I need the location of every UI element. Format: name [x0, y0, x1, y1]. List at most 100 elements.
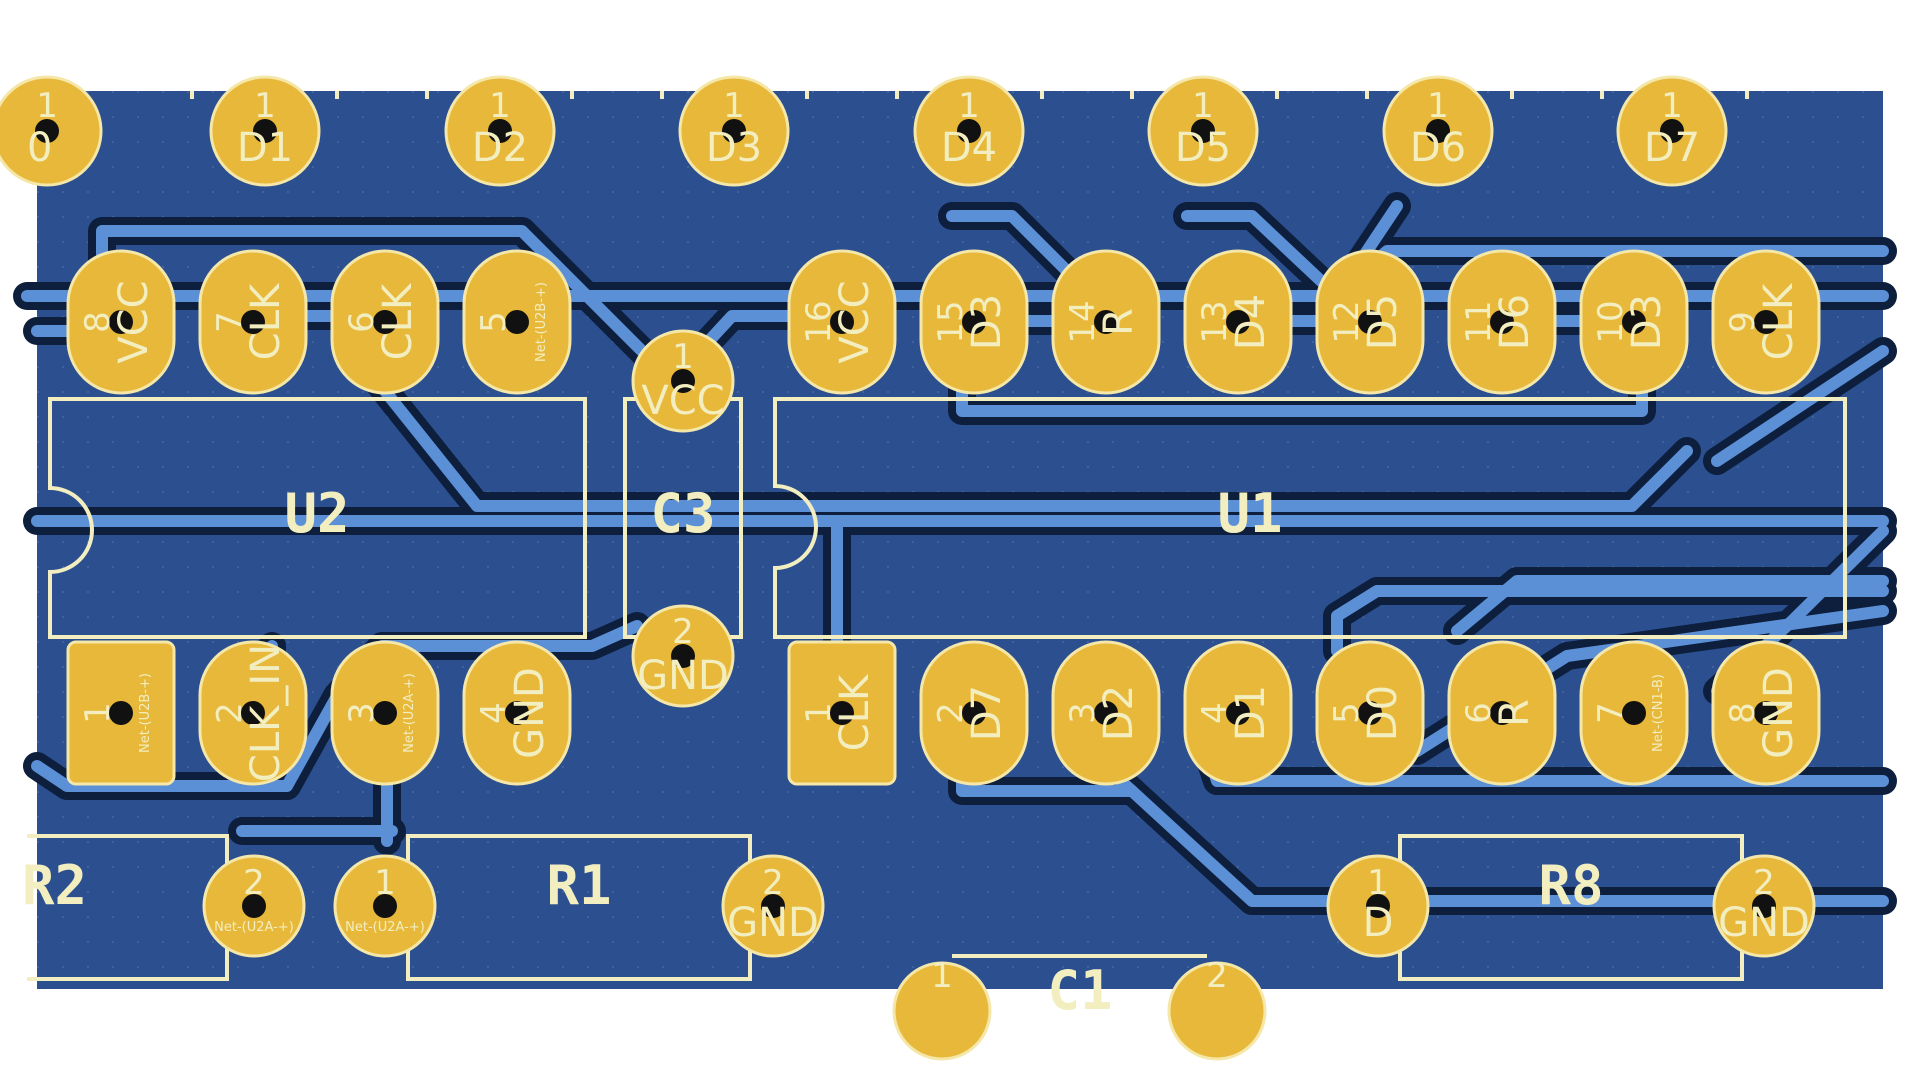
led-pin-number: 1 [36, 86, 58, 126]
pin-net-label: Net-(U2A-+) [214, 920, 294, 935]
pin-number: 2 [762, 863, 784, 903]
u1-bottom-row: 1 CLK 2 D7 3 D2 4 D1 5 D0 [787, 640, 1821, 786]
pin-number: 7 [210, 311, 250, 333]
r8-pad[interactable]: 2 GND [1712, 854, 1816, 958]
ref-r8: R8 [1538, 854, 1603, 917]
r8-pads: 1 D 2 GND [1326, 854, 1816, 958]
pin-number: 6 [342, 311, 382, 333]
u2-pad[interactable]: 2 CLK_IN [198, 640, 308, 786]
led-outline-1 [190, 91, 339, 99]
pcb-canvas[interactable]: U2 C3 U1 R1 R2 R8 C1 1 0 1 D1 1 D2 1 D3 [0, 75, 1897, 1061]
u1-pad-square[interactable]: 1 CLK [787, 640, 897, 786]
pin-net-label: Net-(U2B-+) [534, 282, 549, 362]
pin-number: 2 [672, 612, 694, 652]
led-pad[interactable]: 1 D2 [444, 75, 556, 187]
led-pin-number: 1 [723, 86, 745, 126]
pin-number: 1 [931, 956, 953, 996]
u2-outline [48, 397, 587, 639]
u1-pad[interactable]: 10 D3 [1579, 249, 1689, 395]
pin-number: 2 [243, 863, 265, 903]
u1-pad[interactable]: 11 D6 [1447, 249, 1557, 395]
u2-top-row: 8 VCC 7 CLK 6 CLK 5 Net-(U2B-+) [66, 249, 572, 395]
pin-number: 1 [78, 702, 118, 724]
pin-net-label: D4 [1228, 294, 1274, 350]
led-row: 1 0 1 D1 1 D2 1 D3 1 D4 [0, 75, 1728, 187]
led-pad[interactable]: 1 D1 [209, 75, 321, 187]
c3-pad[interactable]: 1 VCC [631, 329, 735, 433]
pin-net-label: D2 [1096, 685, 1142, 741]
bottom-part-pad[interactable]: 2 [1167, 956, 1267, 1061]
u1-pad[interactable]: 4 D1 [1183, 640, 1293, 786]
led-pad[interactable]: 1 D6 [1382, 75, 1494, 187]
pin-net-label: CLK [375, 282, 421, 360]
u2-pad-square[interactable]: 1 Net-(U2B-+) [66, 640, 176, 786]
led-pad[interactable]: 1 D7 [1616, 75, 1728, 187]
pin-number: 1 [672, 337, 694, 377]
pin-number: 14 [1063, 300, 1103, 343]
pin-number: 1 [1367, 863, 1389, 903]
pin-number: 11 [1459, 300, 1499, 343]
u1-pad[interactable]: 8 GND [1711, 640, 1821, 786]
led-label: D7 [1644, 125, 1700, 171]
pin-number: 12 [1327, 300, 1367, 343]
pin-net-label: CLK [832, 673, 878, 751]
u2-pad[interactable]: 8 VCC [66, 249, 176, 395]
pin-number: 1 [799, 702, 839, 724]
led-pad[interactable]: 1 D5 [1147, 75, 1259, 187]
led-pad[interactable]: 1 0 [0, 75, 103, 187]
pin-net-label: CLK_IN [243, 644, 289, 782]
led-outline-6 [1365, 91, 1514, 99]
pin-net-label: D0 [1360, 685, 1406, 741]
pin-net-label: D7 [964, 685, 1010, 741]
u1-pad[interactable]: 2 D7 [919, 640, 1029, 786]
u1-outline [773, 397, 1847, 639]
led-label: D5 [1175, 125, 1231, 171]
bottom-part-pad[interactable]: 1 [892, 956, 992, 1061]
pin-net-label: D3 [964, 294, 1010, 350]
r1-pad[interactable]: 2 GND [721, 854, 825, 958]
pin-net-label: R [1492, 699, 1538, 727]
u2-pad[interactable]: 5 Net-(U2B-+) [462, 249, 572, 395]
u2-pad[interactable]: 3 Net-(U2A-+) [330, 640, 440, 786]
u2-pad[interactable]: 6 CLK [330, 249, 440, 395]
pin-number: 4 [1195, 702, 1235, 724]
pin-number: 2 [210, 702, 250, 724]
u1-pad[interactable]: 13 D4 [1183, 249, 1293, 395]
pin-net-label: D [1363, 900, 1394, 946]
u1-pad[interactable]: 9 CLK [1711, 249, 1821, 395]
led-outline-2 [425, 91, 574, 99]
pin-number: 4 [474, 702, 514, 724]
r8-pad[interactable]: 1 D [1326, 854, 1430, 958]
pin-number: 9 [1723, 311, 1763, 333]
u1-pad[interactable]: 3 D2 [1051, 640, 1161, 786]
ref-r2: R2 [22, 854, 87, 917]
u1-pad[interactable]: 5 D0 [1315, 640, 1425, 786]
led-pad[interactable]: 1 D4 [913, 75, 1025, 187]
pin-net-label: GND [637, 653, 729, 699]
pin-number: 2 [1753, 863, 1775, 903]
pin-net-label: GND [1756, 667, 1802, 759]
u1-pad[interactable]: 7 Net-(CN1-B) [1579, 640, 1689, 786]
led-pin-number: 1 [1192, 86, 1214, 126]
pin-net-label: GND [507, 667, 553, 759]
u1-pad[interactable]: 6 R [1447, 640, 1557, 786]
led-label: D1 [237, 125, 293, 171]
led-outline-3 [660, 91, 809, 99]
u1-pad[interactable]: 16 VCC [787, 249, 897, 395]
r2-pad[interactable]: 2 Net-(U2A-+) [202, 854, 306, 958]
pin-number: 8 [1723, 702, 1763, 724]
u1-pad[interactable]: 12 D5 [1315, 249, 1425, 395]
pin-number: 2 [1206, 956, 1228, 996]
u1-pad[interactable]: 14 R [1051, 249, 1161, 395]
u1-top-row: 16 VCC 15 D3 14 R 13 D4 12 D5 [787, 249, 1821, 395]
r1-pad[interactable]: 1 Net-(U2A-+) [333, 854, 437, 958]
u2-pad[interactable]: 7 CLK [198, 249, 308, 395]
c3-pad[interactable]: 2 GND [631, 604, 735, 708]
pin-net-label: VCC [111, 280, 157, 363]
pin-net-label: GND [727, 900, 819, 946]
led-pad[interactable]: 1 D3 [678, 75, 790, 187]
pin-net-label: D6 [1492, 294, 1538, 350]
u2-pad[interactable]: 4 GND [462, 640, 572, 786]
pin-number: 5 [1327, 702, 1367, 724]
u1-pad[interactable]: 15 D3 [919, 249, 1029, 395]
